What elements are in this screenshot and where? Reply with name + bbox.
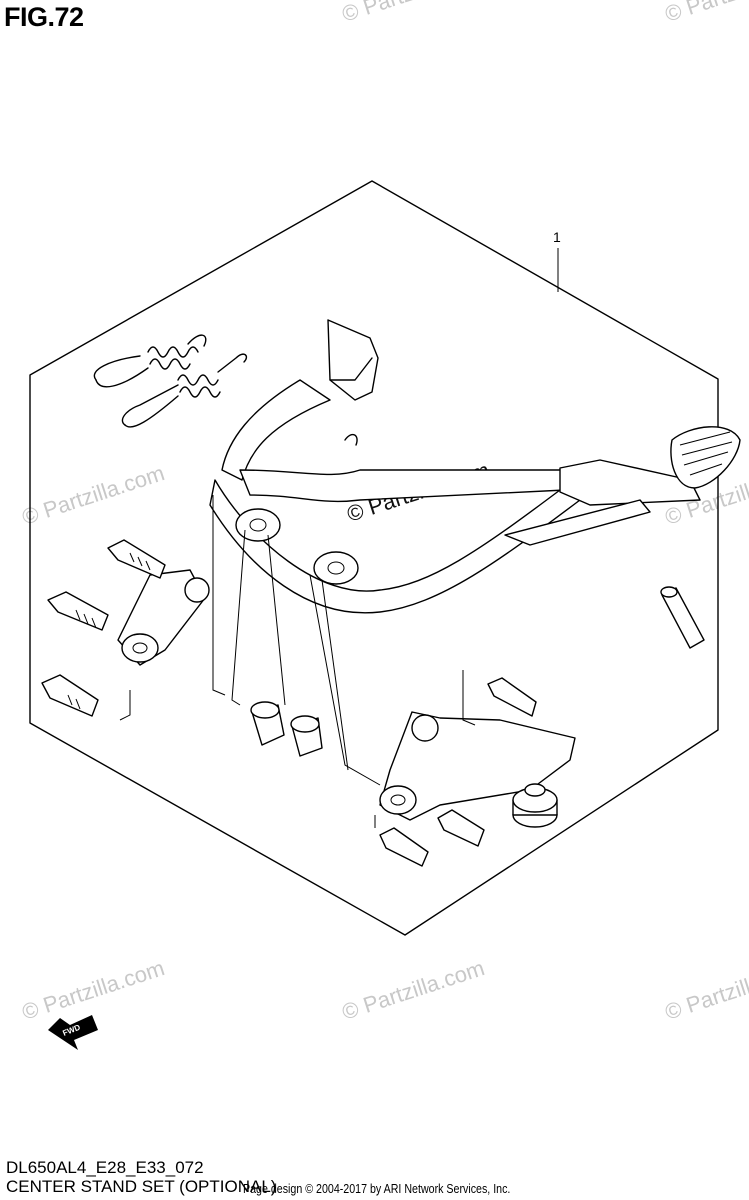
bolt-group-right bbox=[379, 677, 537, 867]
callout-number: 1 bbox=[553, 229, 561, 245]
return-spring-small bbox=[121, 353, 248, 428]
assembly-leader-lines bbox=[119, 495, 476, 828]
copyright-credit: Page design © 2004-2017 by ARI Network S… bbox=[243, 1181, 511, 1196]
stud-pin bbox=[660, 586, 705, 649]
bolt-group-left bbox=[41, 539, 166, 717]
watermark: © Partzilla.com bbox=[339, 955, 488, 1025]
figure-title: FIG.72 bbox=[4, 2, 84, 32]
watermark: © Partzilla.com bbox=[339, 0, 488, 27]
forward-direction-arrow: FWD bbox=[48, 1015, 98, 1050]
stopper-rubber bbox=[512, 783, 558, 828]
return-spring-large bbox=[93, 334, 207, 388]
collar-bushings bbox=[250, 701, 323, 757]
kit-outline bbox=[29, 180, 719, 936]
watermark: © Partzilla.com bbox=[19, 955, 168, 1025]
right-pivot-bracket bbox=[379, 711, 576, 821]
callout-1: 1 bbox=[553, 229, 561, 292]
watermark: © Partzilla.com bbox=[662, 955, 749, 1025]
left-pivot-bracket bbox=[117, 569, 210, 666]
watermark: © Partzilla.com bbox=[662, 0, 749, 27]
watermark: © Partzilla.com bbox=[19, 460, 168, 530]
diagram-name: CENTER STAND SET (OPTIONAL) bbox=[6, 1177, 277, 1196]
diagram-code: DL650AL4_E28_E33_072 bbox=[6, 1158, 204, 1177]
center-stand-frame bbox=[209, 319, 741, 614]
